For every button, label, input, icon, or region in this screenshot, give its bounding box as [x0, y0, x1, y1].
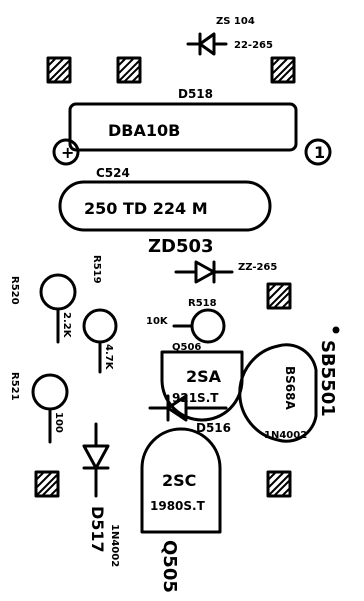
resistor-r519-outline — [82, 308, 118, 374]
d516-part-label: 1N4002 — [264, 430, 307, 441]
capacitor-value-label: 250 TD 224 M — [84, 199, 208, 218]
zener-ref-label: ZD503 — [148, 236, 214, 257]
r520-ref-label: R520 — [9, 276, 20, 305]
solder-pad-top-left — [46, 56, 72, 84]
ic-body-outline — [68, 102, 298, 152]
transistor-q506-outline — [160, 350, 244, 422]
r520-value-label: 2.2K — [61, 312, 72, 339]
zener-value-label: ZZ-265 — [238, 262, 277, 273]
capacitor-ref-label: C524 — [96, 166, 130, 180]
resistor-r520-outline — [39, 273, 77, 344]
top-diode-symbol — [186, 32, 228, 56]
q506-ref-label: Q506 — [172, 342, 201, 353]
resistor-r518-outline — [172, 308, 226, 344]
sb5501-part-label: BS68A — [283, 366, 297, 410]
zener-diode-symbol — [174, 260, 234, 284]
capacitor-outline — [58, 180, 272, 232]
ic-ref-label: D518 — [178, 87, 213, 101]
ic-pin-one-circle — [304, 138, 332, 166]
r521-value-label: 100 — [53, 412, 64, 433]
r518-ref-label: R518 — [188, 298, 217, 309]
ic-part-label: DBA10B — [108, 121, 180, 140]
sb5501-ref-label: SB5501 — [317, 340, 338, 417]
r519-value-label: 4.7K — [103, 344, 114, 371]
r518-value-label: 10K — [146, 316, 169, 327]
top-diode-label-b: 22-265 — [234, 40, 273, 51]
transistor-q505-outline — [140, 427, 222, 534]
ic-pin-plus-circle — [52, 138, 80, 166]
q505-part-b-label: 1980S.T — [150, 499, 206, 513]
dot-mark — [332, 326, 340, 334]
d517-part-label: 1N4002 — [109, 524, 120, 567]
q505-part-a-label: 2SC — [162, 471, 196, 490]
solder-pad-bottom-right — [266, 470, 292, 498]
d516-ref-label: D516 — [196, 421, 231, 435]
r519-ref-label: R519 — [91, 255, 102, 284]
solder-pad-top-right — [270, 56, 296, 84]
q506-part-b-label: 921S.T — [172, 391, 219, 405]
q506-part-a-label: 2SA — [186, 367, 222, 386]
top-diode-label-a: ZS 104 — [216, 16, 255, 27]
r521-ref-label: R521 — [9, 372, 20, 401]
sb5501-outline — [238, 343, 318, 443]
solder-pad-zener — [266, 282, 292, 310]
solder-pad-bottom-left — [34, 470, 60, 498]
ic-pin-plus-label: + — [61, 143, 74, 162]
q505-ref-label: Q505 — [159, 540, 180, 593]
resistor-r521-outline — [31, 373, 69, 444]
ic-pin-one-label: 1 — [314, 143, 325, 162]
solder-pad-top-middle — [116, 56, 142, 84]
d517-ref-label: D517 — [88, 506, 107, 553]
diode-d517-symbol — [82, 422, 110, 498]
diode-d516-symbol — [148, 394, 228, 422]
